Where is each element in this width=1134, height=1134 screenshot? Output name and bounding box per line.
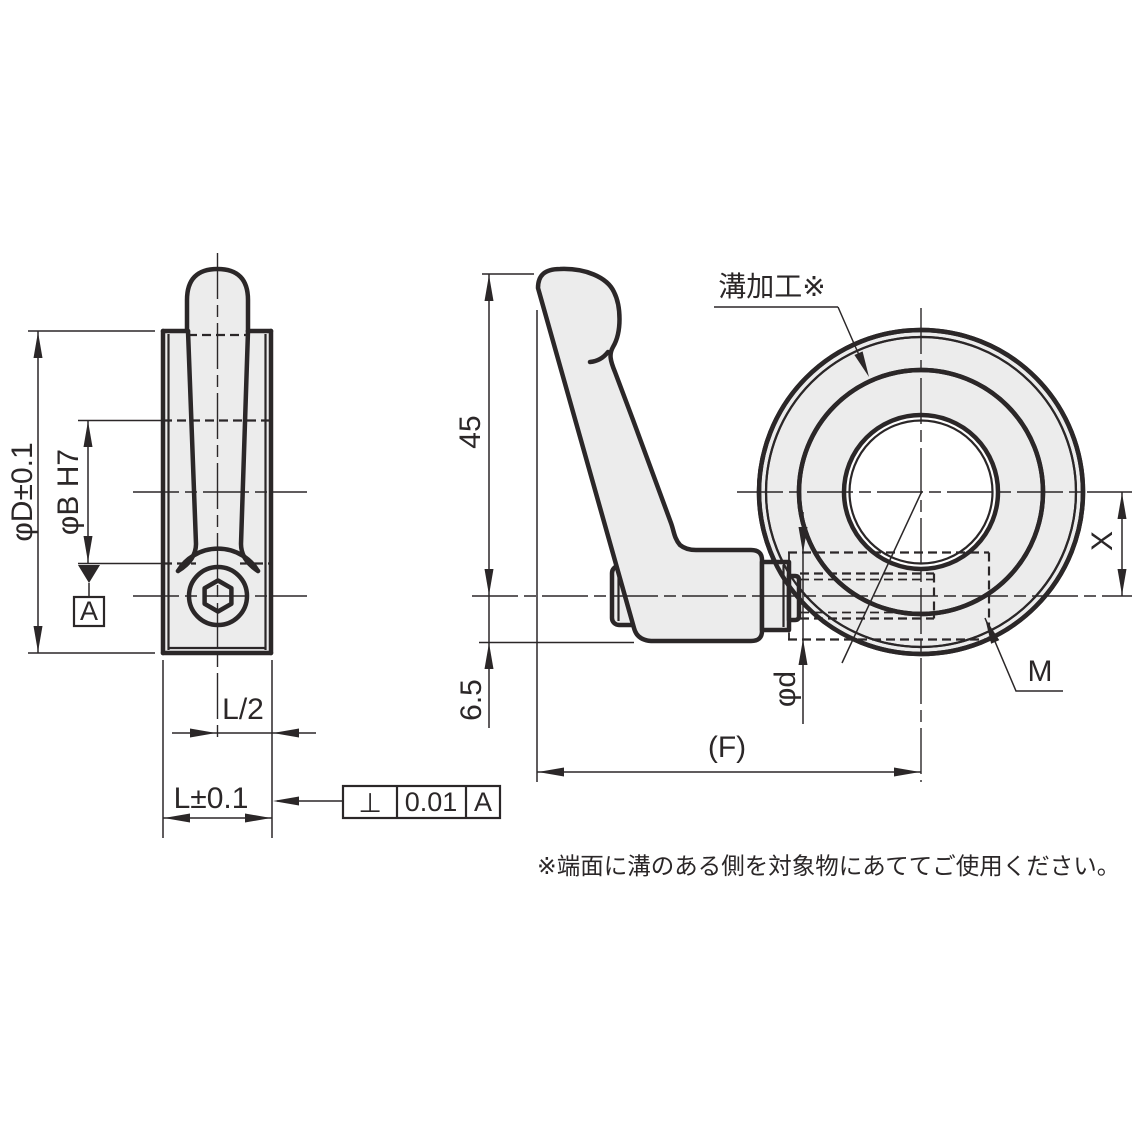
lever-reach-label: (F) xyxy=(708,731,746,764)
lever-height-label: 45 xyxy=(454,415,487,448)
groove-note-label: 溝加工※ xyxy=(718,271,825,302)
half-width-label: L/2 xyxy=(222,693,264,726)
lever-shaft-fill xyxy=(188,331,248,552)
tolerance-value: 0.01 xyxy=(405,787,458,817)
thread-label: M xyxy=(1028,655,1053,688)
thread-callout: M xyxy=(984,617,1063,692)
lever-neck-crease xyxy=(587,349,611,365)
outer-dia-label: φD±0.1 xyxy=(6,442,39,541)
tolerance-symbol: ⊥ xyxy=(358,788,382,818)
dim-width: L±0.1 xyxy=(163,782,272,823)
side-view: φD±0.1 φB H7 A L/2 xyxy=(6,253,502,838)
hole-offset-label: X xyxy=(1086,531,1119,551)
tolerance-frame: ⊥ 0.01 A xyxy=(273,784,502,820)
datum-label: A xyxy=(80,596,98,626)
dim-offset: 6.5 xyxy=(455,596,634,728)
dim-lever-height: 45 xyxy=(454,273,534,596)
hole-axis-diagonal xyxy=(841,490,923,664)
groove-callout: 溝加工※ xyxy=(714,271,869,377)
front-view: 45 6.5 (F) φd X xyxy=(454,266,1132,782)
offset-label: 6.5 xyxy=(455,679,488,721)
bore-dia-label: φB H7 xyxy=(52,449,85,535)
dim-hole-offset: X xyxy=(1086,492,1127,596)
dim-outer-dia: φD±0.1 xyxy=(6,330,155,654)
hidden-bore-lines xyxy=(163,419,271,565)
dim-half-width: L/2 xyxy=(162,660,316,838)
dim-lever-reach: (F) xyxy=(536,310,921,782)
datum-triangle xyxy=(78,565,100,583)
tolerance-datum: A xyxy=(474,787,492,817)
stud-dia-label: φd xyxy=(769,671,802,707)
datum-box xyxy=(72,595,106,628)
lever-handle xyxy=(535,266,765,644)
lever-dome-fill xyxy=(187,269,248,333)
dim-stud-dia: φd xyxy=(769,512,808,724)
width-label: L±0.1 xyxy=(174,782,249,815)
datum-feature-symbol: A xyxy=(72,565,106,628)
dim-bore-dia: φB H7 xyxy=(52,419,162,565)
usage-footnote: ※端面に溝のある側を対象物にあててご使用ください。 xyxy=(537,853,1120,879)
